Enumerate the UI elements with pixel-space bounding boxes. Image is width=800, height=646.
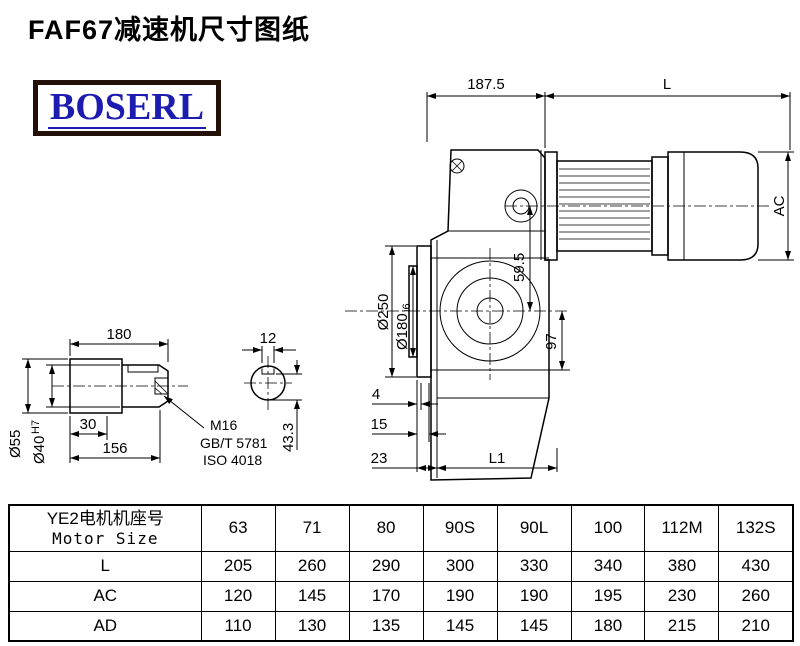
page-title: FAF67减速机尺寸图纸 <box>28 15 311 45</box>
note-m16: M16 <box>210 417 237 433</box>
dim-row-label: L <box>8 550 202 582</box>
dim-value-cell: 380 <box>644 550 720 582</box>
table-row-AD: AD 110 130 135 145 145 180 215 210 <box>8 610 794 642</box>
dim-label-AC: AC <box>771 195 788 216</box>
spec-table-wrap: YE2电机机座号 Motor Size 63 71 80 90S 90L 100… <box>8 504 794 642</box>
dim-value-cell: 260 <box>718 580 794 612</box>
boserl-logo-text: BOSERL <box>47 85 207 129</box>
dim-value-cell: 130 <box>274 610 350 642</box>
motor-size-table: YE2电机机座号 Motor Size 63 71 80 90S 90L 100… <box>8 504 794 642</box>
dim-value-cell: 195 <box>570 580 646 612</box>
dim-value-cell: 190 <box>422 580 498 612</box>
dim-value-cell: 300 <box>422 550 498 582</box>
dim-label-L1: L1 <box>489 450 506 467</box>
dim-label-187-5: 187.5 <box>467 76 505 93</box>
dim-value-cell: 110 <box>200 610 276 642</box>
dim-label-d250: Ø250 <box>375 294 392 331</box>
size-col-header: 80 <box>348 504 424 552</box>
dim-value-cell: 145 <box>422 610 498 642</box>
dim-label-d180i6: Ø180 i6 <box>394 303 413 350</box>
dim-value-cell: 230 <box>644 580 720 612</box>
dimension-drawing: 187.5 L AC Ø250 Ø180 i6 59.5 97 4 15 23 … <box>7 76 794 481</box>
dim-value-cell: 145 <box>496 610 572 642</box>
dim-label-30: 30 <box>80 416 97 433</box>
dim-label-d180-sub: i6 <box>401 303 413 312</box>
boserl-logo: BOSERL <box>33 80 221 136</box>
size-col-header: 90S <box>422 504 498 552</box>
dim-value-cell: 260 <box>274 550 350 582</box>
dim-row-label: AD <box>8 610 202 642</box>
motor-size-header-en: Motor Size <box>52 529 159 549</box>
dim-label-d180-main: Ø180 <box>394 313 411 350</box>
dim-value-cell: 145 <box>274 580 350 612</box>
dim-value-cell: 170 <box>348 580 424 612</box>
dim-row-label: AC <box>8 580 202 612</box>
size-col-header: 71 <box>274 504 350 552</box>
dim-label-180: 180 <box>106 326 131 343</box>
size-col-header: 90L <box>496 504 572 552</box>
motor-size-header-cell: YE2电机机座号 Motor Size <box>8 504 202 552</box>
motor-size-header-cn: YE2电机机座号 <box>46 509 164 529</box>
dim-label-d40h7: Ø40 H7 <box>30 420 48 464</box>
dim-label-15: 15 <box>371 416 388 433</box>
size-col-header: 63 <box>200 504 276 552</box>
dim-value-cell: 215 <box>644 610 720 642</box>
dim-label-d55: Ø55 <box>7 430 24 458</box>
size-col-header: 112M <box>644 504 720 552</box>
dimension-lines <box>22 92 794 472</box>
dim-value-cell: 290 <box>348 550 424 582</box>
dim-value-cell: 430 <box>718 550 794 582</box>
keyway-section-detail <box>250 365 286 401</box>
flange-bolt-hole-icon <box>449 158 465 174</box>
dim-label-156: 156 <box>102 440 127 457</box>
dim-label-23: 23 <box>371 450 388 467</box>
dim-value-cell: 330 <box>496 550 572 582</box>
dim-value-cell: 205 <box>200 550 276 582</box>
dim-label-4: 4 <box>372 386 380 403</box>
output-shaft-detail <box>69 358 169 414</box>
table-row-AC: AC 120 145 170 190 190 195 230 260 <box>8 580 794 612</box>
note-iso-4018: ISO 4018 <box>203 452 262 468</box>
dim-label-L: L <box>663 76 671 93</box>
size-col-header: 100 <box>570 504 646 552</box>
dim-label-59-5: 59.5 <box>511 253 528 282</box>
dim-value-cell: 135 <box>348 610 424 642</box>
dim-value-cell: 180 <box>570 610 646 642</box>
dim-label-12: 12 <box>260 330 277 347</box>
dim-label-d40-sup: H7 <box>30 420 42 434</box>
dim-value-cell: 210 <box>718 610 794 642</box>
size-col-header: 132S <box>718 504 794 552</box>
gearbox-housing <box>408 149 550 481</box>
table-row-L: L 205 260 290 300 330 340 380 430 <box>8 550 794 582</box>
note-gbt-5781: GB/T 5781 <box>200 435 268 451</box>
table-header-row: YE2电机机座号 Motor Size 63 71 80 90S 90L 100… <box>8 504 794 552</box>
dim-label-d40-main: Ø40 <box>31 436 48 464</box>
dim-value-cell: 340 <box>570 550 646 582</box>
motor-outline <box>544 151 759 261</box>
dim-label-43-3: 43.3 <box>280 423 297 452</box>
dim-value-cell: 120 <box>200 580 276 612</box>
dim-label-97: 97 <box>543 333 560 350</box>
dim-value-cell: 190 <box>496 580 572 612</box>
